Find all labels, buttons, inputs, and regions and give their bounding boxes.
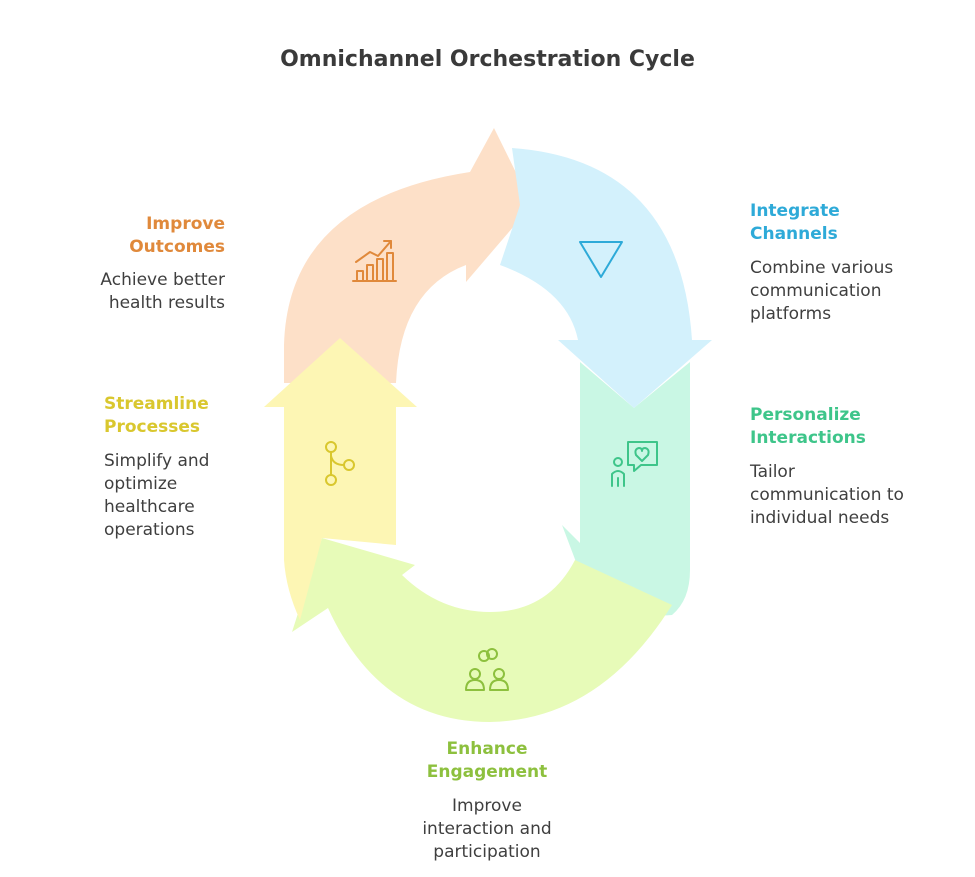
- people-link-icon: [465, 648, 509, 691]
- streamline-processes-title: Streamline Processes: [104, 394, 209, 437]
- arrow-improve-outcomes: [284, 128, 532, 383]
- personalize-interactions-description: Tailor communication to individual needs: [750, 462, 904, 528]
- integrate-channels-description: Combine various communication platforms: [750, 258, 894, 324]
- arrow-personalize-interactions: [562, 362, 690, 620]
- improve-outcomes-title: Improve Outcomes: [129, 214, 225, 257]
- person-heart-message-icon: [611, 441, 658, 487]
- arrow-enhance-engagement: [292, 538, 672, 722]
- improve-outcomes-description: Achieve better health results: [100, 270, 225, 313]
- enhance-engagement-title: Enhance Engagement: [426, 739, 548, 782]
- arrow-integrate-channels: [500, 148, 712, 408]
- enhance-engagement-description: Improve interaction and participation: [422, 796, 552, 862]
- page-title: Omnichannel Orchestration Cycle: [280, 47, 695, 72]
- branch-nodes-icon: [325, 441, 355, 486]
- integrate-channels-title: Integrate Channels: [750, 201, 840, 244]
- arrow-streamline-processes: [264, 338, 417, 620]
- funnel-triangle-icon: [579, 241, 623, 278]
- streamline-processes-description: Simplify and optimize healthcare operati…: [104, 451, 210, 540]
- chart-growth-icon: [352, 240, 397, 282]
- personalize-interactions-title: Personalize Interactions: [750, 405, 866, 448]
